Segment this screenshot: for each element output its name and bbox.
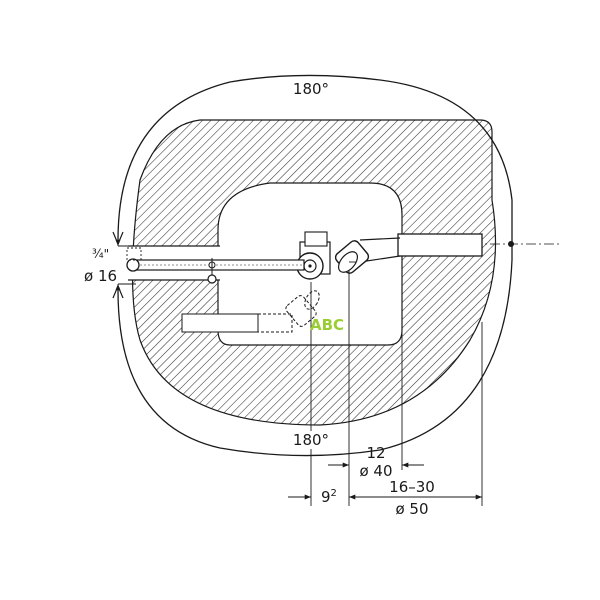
thread-label: ¾" xyxy=(92,247,109,261)
angle-bottom-label: 180° xyxy=(293,431,329,449)
elbow-fitting xyxy=(334,240,370,274)
diameter-50-label: ø 50 xyxy=(395,500,428,518)
diameter-16-label: ø 16 xyxy=(84,267,117,285)
insulation-ring xyxy=(131,119,497,426)
dim-9-label: 92 xyxy=(321,488,337,506)
rotation-outline xyxy=(117,74,513,457)
outlet-pipe xyxy=(397,233,483,257)
diameter-40-label: ø 40 xyxy=(359,462,392,480)
dim-12-label: 12 xyxy=(366,444,385,462)
hose-end-left xyxy=(126,258,140,272)
angle-top-label: 180° xyxy=(293,80,329,98)
alt-hose-position xyxy=(181,290,320,333)
dim-16-30-label: 16–30 xyxy=(389,478,435,496)
watermark-logo: ABC xyxy=(310,316,344,334)
flex-hose xyxy=(135,259,305,271)
